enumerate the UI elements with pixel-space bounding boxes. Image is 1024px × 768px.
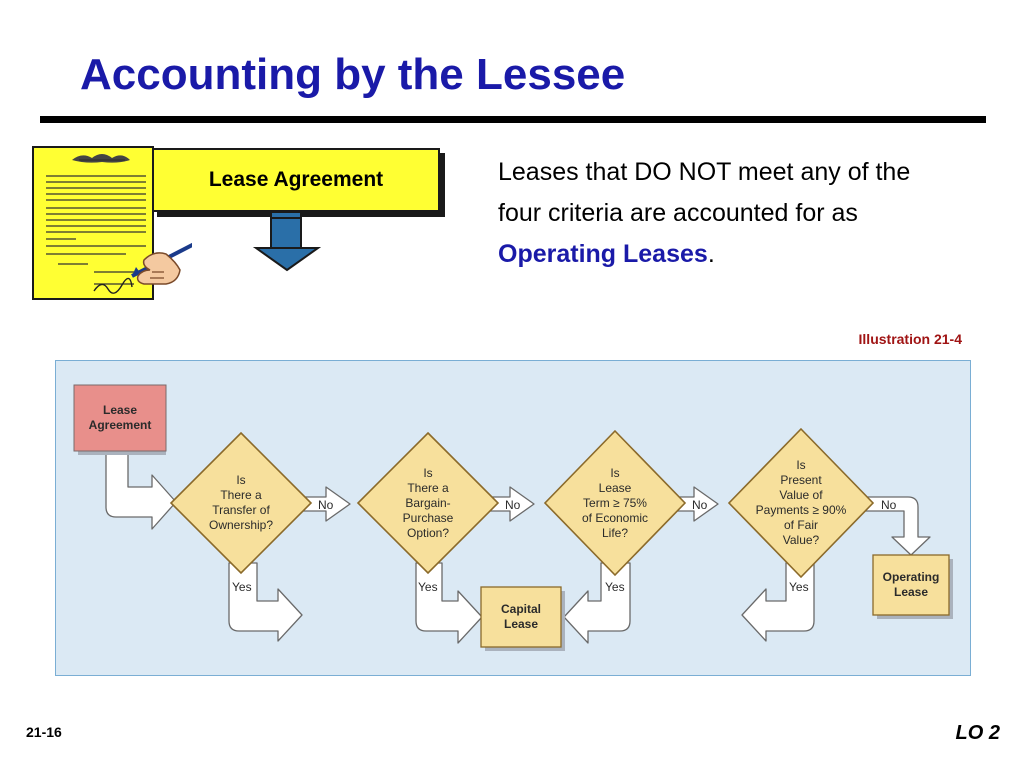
start-line-2: Agreement [88,418,152,432]
title-divider [40,116,986,123]
operating-lease-node: Operating Lease [873,555,949,615]
d3-line-2: Lease [598,480,632,495]
d1-line-1: Is [236,473,246,487]
d4-line-5: of Fair [783,518,818,532]
d3-line-3: Term ≥ 75% [583,495,647,510]
connector-yes-left [228,562,303,642]
d3-line-4: of Economic [581,510,649,525]
d2-line-2: There a [407,480,449,495]
d1-line-4: Ownership? [208,518,274,532]
intro-highlight: Operating Leases [498,240,708,268]
d2-line-1: Is [423,465,433,480]
edge-label-yes-4: Yes [789,580,809,594]
intro-text: Leases that DO NOT meet any of the four … [498,158,911,227]
operating-line-2: Lease [893,585,929,599]
illustration-label: Illustration 21-4 [858,331,962,347]
decision-lease-term: Is Lease Term ≥ 75% of Economic Life? [565,453,665,553]
flowchart-connectors [73,384,953,651]
edge-label-yes-2: Yes [418,580,438,594]
d3-line-5: Life? [601,525,629,540]
d1-line-3: Transfer of [212,503,270,517]
signed-contract-icon [32,146,192,300]
capital-line-2: Lease [503,617,539,631]
d1-line-2: There a [220,488,262,502]
connector-no-4 [855,496,931,556]
connector-start-to-d1 [105,452,177,530]
d2-line-3: Bargain- [405,495,451,510]
connector-yes-mid-left [415,562,483,644]
capital-line-1: Capital [500,602,541,616]
d4-line-3: Value of [779,488,823,502]
edge-label-no-1: No [318,498,334,512]
start-line-1: Lease [102,403,138,417]
d4-line-2: Present [780,473,822,487]
d3-line-1: Is [610,465,620,480]
learning-objective-label: LO 2 [955,722,1000,744]
slide-number: 21-16 [26,724,62,740]
down-arrow-icon [252,211,322,272]
edge-label-yes-3: Yes [605,580,625,594]
d4-line-6: Value? [782,533,820,547]
connector-yes-mid-right [563,562,631,644]
connector-yes-right [741,562,815,642]
d4-line-4: Payments ≥ 90% [755,503,847,517]
operating-line-1: Operating [882,570,940,584]
decision-bargain-purchase: Is There a Bargain- Purchase Option? [378,453,478,553]
intro-end: . [707,240,715,268]
edge-label-no-4: No [881,498,897,512]
edge-label-yes-1: Yes [232,580,252,594]
intro-paragraph: Leases that DO NOT meet any of the four … [498,152,918,275]
slide-title: Accounting by the Lessee [80,50,626,99]
decision-transfer-ownership: Is There a Transfer of Ownership? [191,458,291,548]
edge-label-no-3: No [692,498,708,512]
start-node-lease-agreement: Lease Agreement [74,385,166,451]
lessee-flowchart: Lease Agreement Is There a Transfer of O… [55,360,971,676]
edge-label-no-2: No [505,498,521,512]
capital-lease-node: Capital Lease [481,587,561,647]
lease-agreement-box: Lease Agreement [152,148,440,212]
d2-line-4: Purchase [402,510,454,525]
d2-line-5: Option? [406,525,450,540]
decision-present-value: Is Present Value of Payments ≥ 90% of Fa… [744,445,858,561]
d4-line-1: Is [796,458,806,472]
